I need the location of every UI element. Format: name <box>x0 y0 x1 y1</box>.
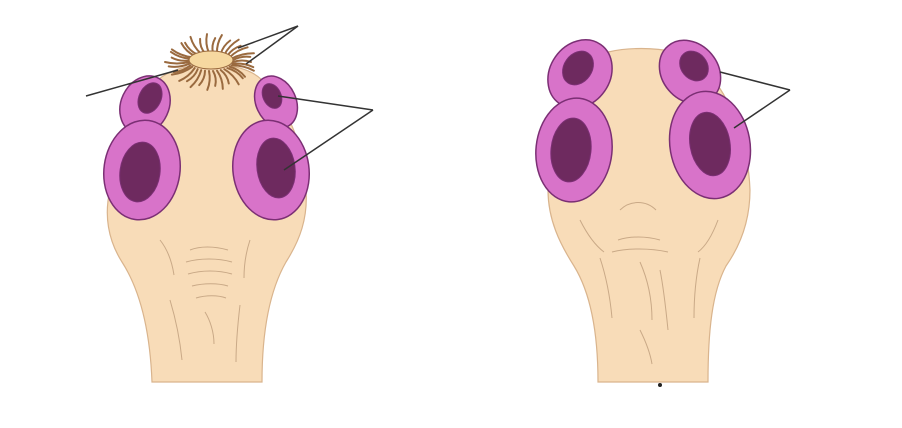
right-scolex <box>531 27 790 387</box>
hook <box>165 62 189 64</box>
hook <box>181 43 194 56</box>
left-rostellum <box>189 51 233 69</box>
leader-line-right-sucker-1 <box>720 72 790 90</box>
small-dot <box>658 383 662 387</box>
left-scolex <box>86 26 373 382</box>
leader-line-right-sucker-2 <box>734 90 790 128</box>
leader-line-hooks-2 <box>246 26 298 64</box>
hook <box>206 34 209 53</box>
leader-line-hooks-1 <box>238 26 298 48</box>
